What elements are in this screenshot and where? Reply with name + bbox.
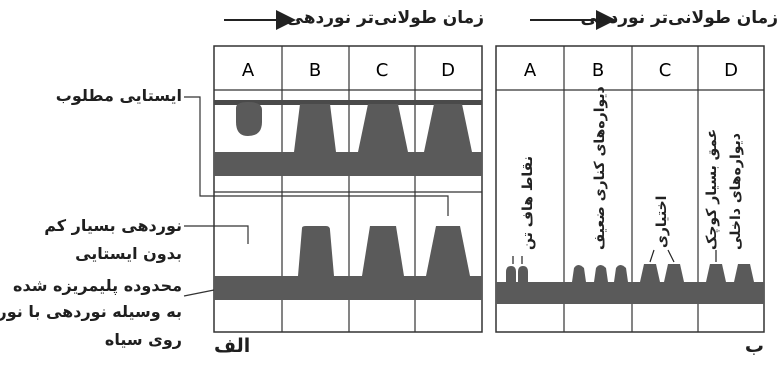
- leader-desired: [184, 96, 449, 216]
- relief-c-lower: [362, 226, 404, 276]
- panel-a-col-a: A: [242, 60, 255, 81]
- panel-b-annotation-c: اختیاری: [654, 196, 670, 248]
- panel-b-annotation-a: نقاط هاف تن: [520, 156, 536, 250]
- relief-b-lower: [298, 226, 334, 276]
- panel-a-sublabel: الف: [214, 335, 251, 357]
- label-under-exposure-2: بدون ایستایی: [75, 244, 182, 263]
- relief-b-a: [506, 266, 516, 282]
- panel-a-col-b: B: [309, 60, 321, 81]
- leader-polymerized: [183, 289, 215, 297]
- label-polymerized-3: روی سیاه: [104, 330, 182, 349]
- relief-c-upper: [358, 104, 408, 152]
- panel-b-annotation-d2: دیواره‌های داخلی: [728, 133, 744, 250]
- panel-b-diagram: [495, 45, 765, 333]
- panel-a-col-d: D: [441, 60, 455, 81]
- panel-b-col-c: C: [659, 60, 672, 81]
- relief-b-upper: [294, 104, 336, 152]
- panel-a-diagram: [183, 45, 483, 333]
- relief-b-d: [706, 264, 726, 282]
- panel-b-col-d: D: [724, 60, 738, 81]
- panel-a-col-c: C: [376, 60, 389, 81]
- relief-b-b: [572, 265, 586, 282]
- relief-d-lower: [426, 226, 470, 276]
- panel-b-annotation-d1: عمق بسیار کوچک: [704, 129, 720, 250]
- panel-b-col-b: B: [592, 60, 604, 81]
- label-under-exposure-1: نوردهی بسیار کم: [44, 216, 182, 235]
- panel-a-header: زمان طولانی‌تر نوردهی: [286, 8, 484, 28]
- label-desired-exposure: ایستایی مطلوب: [55, 86, 182, 105]
- panel-b-col-a: A: [524, 60, 537, 81]
- label-polymerized-1: محدوده پلیمریزه شده: [13, 276, 182, 295]
- relief-b-c: [640, 264, 660, 282]
- panel-b-header: زمان طولانی‌تر نوردهی: [580, 8, 778, 28]
- panel-b-sublabel: ب: [744, 335, 764, 357]
- label-polymerized-2: به وسیله نوردهی با نور: [0, 302, 182, 321]
- panel-b-annotation-b: دیواره‌های کناری ضعیف: [592, 86, 608, 250]
- leader-under: [184, 225, 249, 244]
- relief-d-upper: [424, 104, 472, 152]
- relief-a-upper: [236, 102, 262, 136]
